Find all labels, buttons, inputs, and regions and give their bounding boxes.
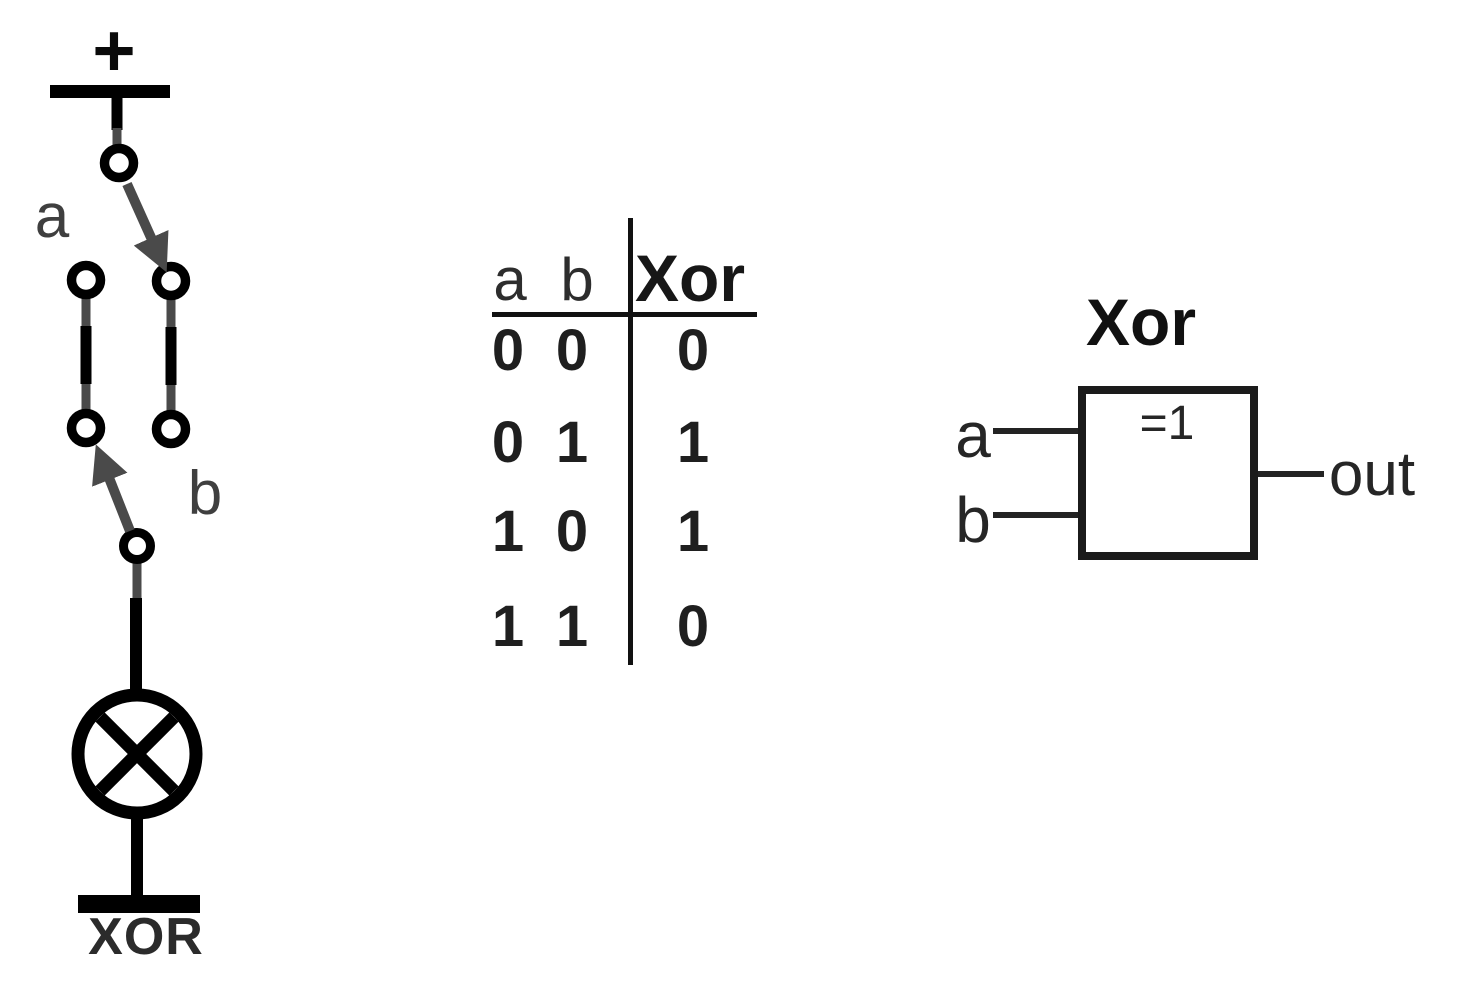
switch-b-label: b xyxy=(187,459,223,528)
tt-cell-r3-a: 1 xyxy=(491,594,525,659)
switch-a-pivot-contact[interactable] xyxy=(99,143,139,183)
switch-b-left-contact[interactable] xyxy=(66,408,106,448)
tt-cell-r2-b: 0 xyxy=(555,499,589,564)
tt-cell-r0-a: 0 xyxy=(491,318,525,383)
gate-iec-label: =1 xyxy=(1139,397,1195,450)
gate-input-a-wire xyxy=(993,428,1078,434)
tt-cell-r1-a: 0 xyxy=(491,410,525,475)
switch-b-arm-arrow[interactable] xyxy=(92,444,135,533)
ground-bar xyxy=(78,895,200,913)
tt-cell-r3-out: 0 xyxy=(676,594,710,659)
tt-cell-r1-b: 1 xyxy=(555,410,589,475)
gate-input-a-label: a xyxy=(955,399,991,471)
gate-output-label: out xyxy=(1328,440,1416,509)
truth-table-horizontal-rule xyxy=(492,312,757,317)
battery-positive-terminal-bar xyxy=(50,85,170,98)
truth-table-vertical-rule xyxy=(628,218,633,665)
switch-a-label: a xyxy=(34,182,70,251)
tt-header-xor: Xor xyxy=(634,241,746,315)
tt-cell-r0-b: 0 xyxy=(555,318,589,383)
circuit-caption-xor: XOR xyxy=(88,908,204,966)
gate-output-wire xyxy=(1258,471,1324,477)
gate-input-b-label: b xyxy=(955,484,991,556)
tt-cell-r3-b: 1 xyxy=(555,594,589,659)
switch-a-arm-arrow[interactable] xyxy=(122,181,169,273)
tt-header-a: a xyxy=(493,246,527,313)
switch-a-left-contact[interactable] xyxy=(66,260,106,300)
switch-b-pivot-contact[interactable] xyxy=(119,528,155,564)
gate-body-box xyxy=(1078,386,1258,560)
gate-input-b-wire xyxy=(993,512,1078,518)
lamp-cross-stroke-2 xyxy=(95,712,179,796)
battery-plus-label: + xyxy=(92,9,136,92)
switch-b-right-contact[interactable] xyxy=(151,409,191,449)
tt-cell-r1-out: 1 xyxy=(676,410,710,475)
tt-header-b: b xyxy=(560,246,594,313)
tt-cell-r2-out: 1 xyxy=(676,499,710,564)
xor-switch-circuit-drawing xyxy=(50,85,203,913)
tt-cell-r0-out: 0 xyxy=(676,318,710,383)
tt-cell-r2-a: 1 xyxy=(491,499,525,564)
switch-a-right-contact[interactable] xyxy=(151,261,191,301)
gate-title: Xor xyxy=(1085,285,1197,359)
